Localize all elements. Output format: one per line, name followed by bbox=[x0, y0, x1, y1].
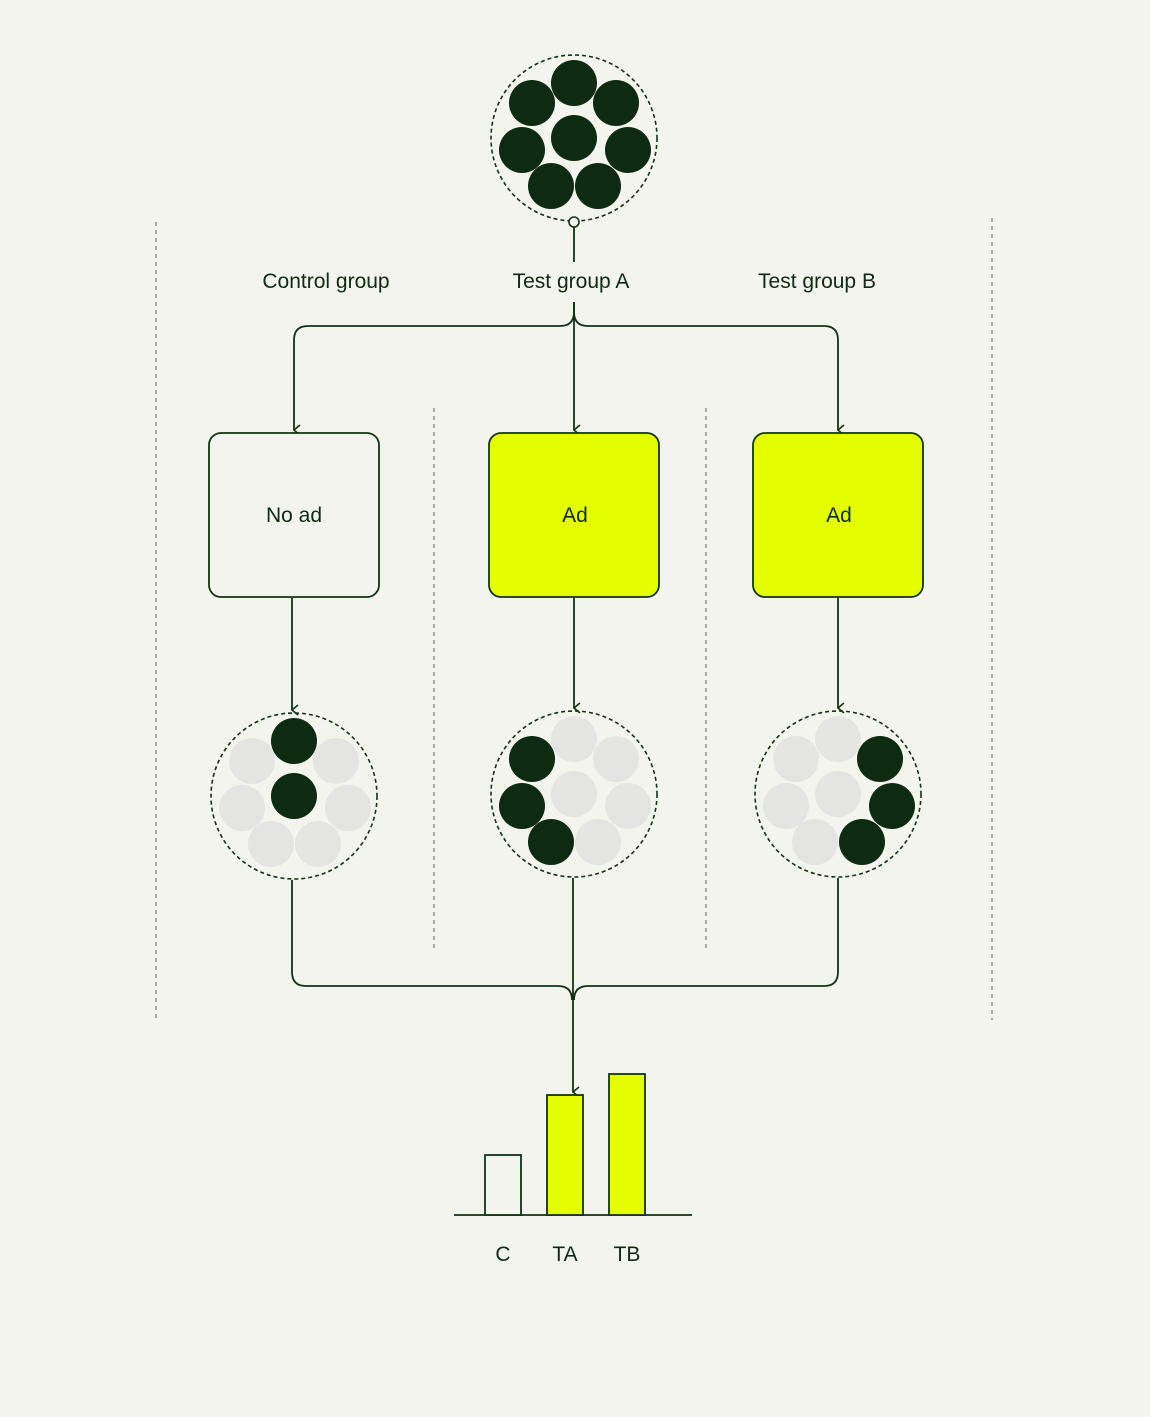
group-label-a: Test group A bbox=[513, 270, 630, 293]
merge-connector-b bbox=[573, 878, 839, 1001]
unconverted-dot bbox=[792, 819, 838, 865]
result-cluster-a bbox=[490, 710, 658, 878]
result-cluster-control bbox=[210, 712, 378, 880]
unconverted-dot bbox=[551, 716, 597, 762]
population-boundary bbox=[490, 54, 658, 222]
group-label-b: Test group B bbox=[758, 270, 876, 293]
treatment-label-control: No ad bbox=[266, 504, 322, 527]
treatment-box-a-shape bbox=[488, 432, 660, 598]
treatment-box-b: Ad bbox=[752, 432, 924, 598]
converted-dot bbox=[271, 773, 317, 819]
unconverted-dot bbox=[575, 819, 621, 865]
converted-dot bbox=[869, 783, 915, 829]
result-cluster-boundary bbox=[754, 710, 922, 878]
split-connector-b bbox=[573, 302, 845, 436]
unconverted-dot bbox=[815, 716, 861, 762]
unconverted-dot bbox=[325, 785, 371, 831]
population-dot bbox=[551, 60, 597, 106]
treatment-box-b-shape bbox=[752, 432, 924, 598]
population-dot bbox=[499, 127, 545, 173]
bar-c bbox=[484, 1154, 522, 1216]
population-dot bbox=[551, 115, 597, 161]
result-cluster-boundary bbox=[490, 710, 658, 878]
result-clusters bbox=[210, 710, 922, 880]
result-cluster-b bbox=[754, 710, 922, 878]
result-cluster-boundary bbox=[210, 712, 378, 880]
converted-dot bbox=[271, 718, 317, 764]
unconverted-dot bbox=[593, 736, 639, 782]
unconverted-dot bbox=[605, 783, 651, 829]
unconverted-dot bbox=[551, 771, 597, 817]
population-dot bbox=[528, 163, 574, 209]
converted-dot bbox=[857, 736, 903, 782]
population-dot bbox=[605, 127, 651, 173]
population-dot bbox=[509, 80, 555, 126]
unconverted-dot bbox=[763, 783, 809, 829]
unconverted-dot bbox=[773, 736, 819, 782]
group-label-control: Control group bbox=[262, 270, 389, 293]
bar-label-ta: TA bbox=[552, 1243, 577, 1266]
treatment-box-a: Ad bbox=[488, 432, 660, 598]
population-dots bbox=[499, 60, 651, 209]
converted-dot bbox=[509, 736, 555, 782]
converted-dot bbox=[499, 783, 545, 829]
population-dot bbox=[593, 80, 639, 126]
unconverted-dot bbox=[815, 771, 861, 817]
population-connector-node bbox=[568, 216, 580, 228]
unconverted-dot bbox=[248, 821, 294, 867]
treatment-box-control: No ad bbox=[208, 432, 380, 598]
unconverted-dot bbox=[313, 738, 359, 784]
merge-connector-control bbox=[291, 880, 573, 1001]
result-chart: C TA TB bbox=[454, 1073, 692, 1266]
population-dot bbox=[575, 163, 621, 209]
bar-label-c: C bbox=[495, 1243, 510, 1266]
population-cluster bbox=[490, 54, 658, 228]
converted-dot bbox=[839, 819, 885, 865]
bar-ta bbox=[546, 1094, 584, 1216]
unconverted-dot bbox=[219, 785, 265, 831]
converted-dot bbox=[528, 819, 574, 865]
treatment-label-b: Ad bbox=[826, 504, 852, 527]
treatment-box-control-shape bbox=[208, 432, 380, 598]
bar-tb bbox=[608, 1073, 646, 1216]
unconverted-dot bbox=[229, 738, 275, 784]
unconverted-dot bbox=[295, 821, 341, 867]
treatment-label-a: Ad bbox=[562, 504, 588, 527]
bar-label-tb: TB bbox=[614, 1243, 641, 1266]
